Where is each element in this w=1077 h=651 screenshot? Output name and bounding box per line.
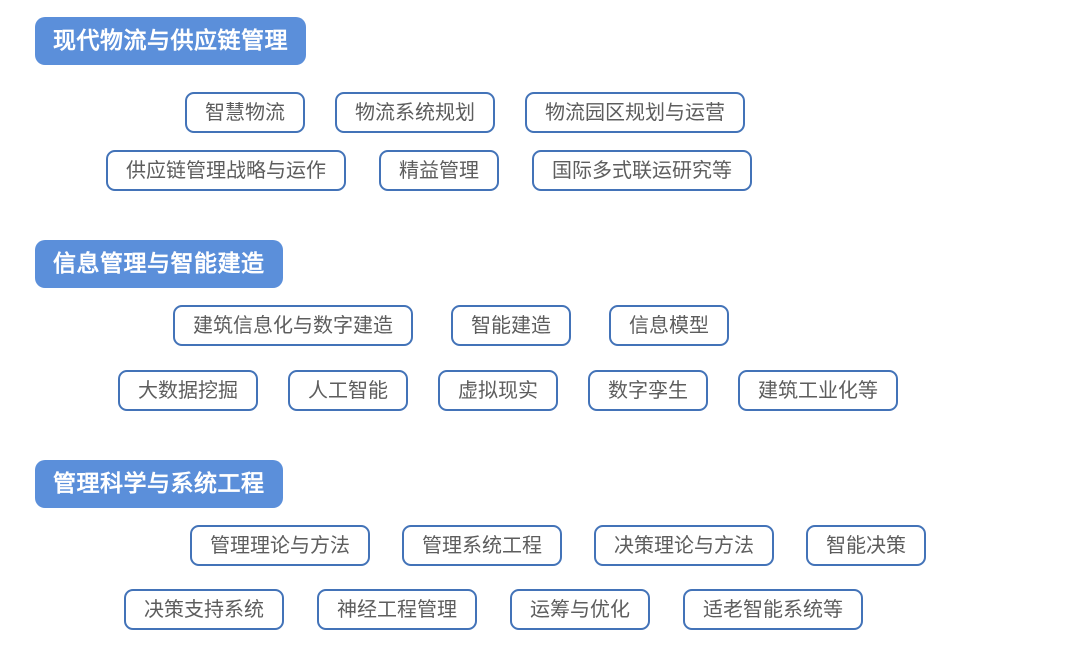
tag-item[interactable]: 智能决策 (806, 525, 926, 566)
tag-item[interactable]: 决策支持系统 (124, 589, 284, 630)
tag-item[interactable]: 供应链管理战略与运作 (106, 150, 346, 191)
tag-item[interactable]: 信息模型 (609, 305, 729, 346)
tag-item[interactable]: 物流园区规划与运营 (525, 92, 745, 133)
tag-row-2-2: 大数据挖掘 人工智能 虚拟现实 数字孪生 建筑工业化等 (118, 370, 898, 411)
tag-item[interactable]: 物流系统规划 (335, 92, 495, 133)
tag-row-1-2: 供应链管理战略与运作 精益管理 国际多式联运研究等 (106, 150, 752, 191)
tag-item[interactable]: 神经工程管理 (317, 589, 477, 630)
tag-item[interactable]: 国际多式联运研究等 (532, 150, 752, 191)
tag-row-3-2: 决策支持系统 神经工程管理 运筹与优化 适老智能系统等 (124, 589, 863, 630)
tag-item[interactable]: 管理理论与方法 (190, 525, 370, 566)
tag-row-1-1: 智慧物流 物流系统规划 物流园区规划与运营 (185, 92, 745, 133)
section-header-modern-logistics: 现代物流与供应链管理 (35, 17, 306, 65)
tag-item[interactable]: 精益管理 (379, 150, 499, 191)
tag-row-3-1: 管理理论与方法 管理系统工程 决策理论与方法 智能决策 (190, 525, 926, 566)
tag-item[interactable]: 管理系统工程 (402, 525, 562, 566)
tag-item[interactable]: 大数据挖掘 (118, 370, 258, 411)
section-header-information-management: 信息管理与智能建造 (35, 240, 283, 288)
section-header-management-science: 管理科学与系统工程 (35, 460, 283, 508)
tag-item[interactable]: 智慧物流 (185, 92, 305, 133)
tag-item[interactable]: 决策理论与方法 (594, 525, 774, 566)
tag-row-2-1: 建筑信息化与数字建造 智能建造 信息模型 (173, 305, 729, 346)
tag-item[interactable]: 建筑信息化与数字建造 (173, 305, 413, 346)
tag-item[interactable]: 建筑工业化等 (738, 370, 898, 411)
tag-item[interactable]: 人工智能 (288, 370, 408, 411)
tag-item[interactable]: 运筹与优化 (510, 589, 650, 630)
tag-item[interactable]: 适老智能系统等 (683, 589, 863, 630)
tag-item[interactable]: 智能建造 (451, 305, 571, 346)
tag-item[interactable]: 数字孪生 (588, 370, 708, 411)
tag-item[interactable]: 虚拟现实 (438, 370, 558, 411)
